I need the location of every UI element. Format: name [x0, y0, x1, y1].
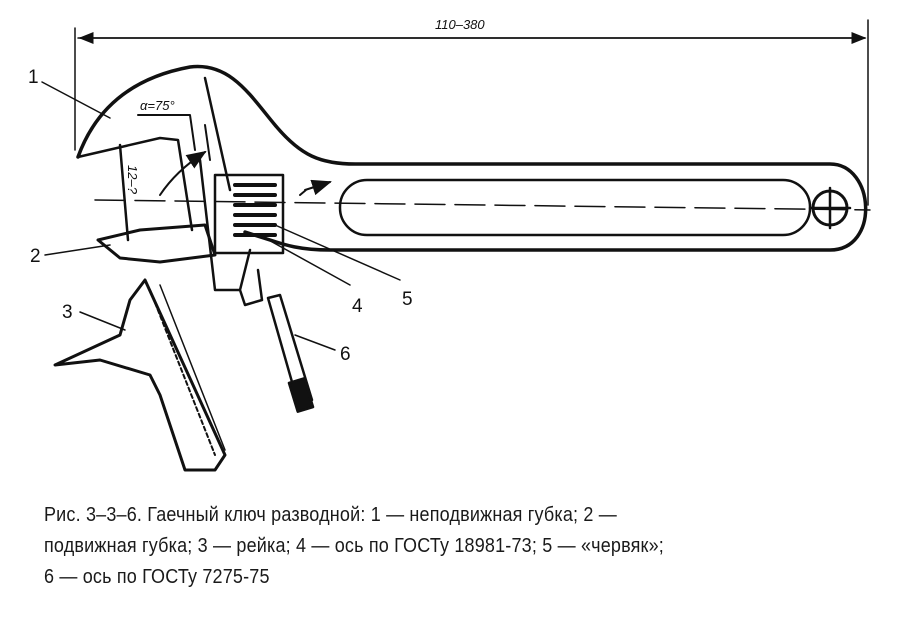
jaw-opening-label: 12–? [125, 165, 140, 195]
part-label-6: 6 [340, 344, 351, 365]
handle-slot [338, 178, 812, 237]
part-label-2: 2 [30, 246, 41, 267]
rack [53, 278, 227, 472]
part-label-1: 1 [28, 67, 39, 88]
fixed-jaw [76, 136, 194, 242]
wrench-body-outline [76, 64, 868, 252]
worm-gear [233, 183, 277, 237]
part-label-3: 3 [62, 302, 73, 323]
figure-caption: Рис. 3–3–6. Гаечный ключ разводной: 1 — … [44, 500, 818, 593]
angle-label: α=75° [140, 98, 175, 113]
dimension-label: 110–380 [435, 17, 485, 32]
movable-jaw [96, 223, 217, 264]
part-label-4: 4 [352, 296, 363, 317]
part-label-5: 5 [402, 289, 413, 310]
overall-length-dimension [74, 19, 869, 206]
caption-line: подвижная губка; 3 — рейка; 4 — ось по Г… [44, 535, 664, 557]
caption-line: 6 — ось по ГОСТу 7275-75 [44, 566, 270, 588]
caption-line: Рис. 3–3–6. Гаечный ключ разводной: 1 — … [44, 504, 617, 526]
